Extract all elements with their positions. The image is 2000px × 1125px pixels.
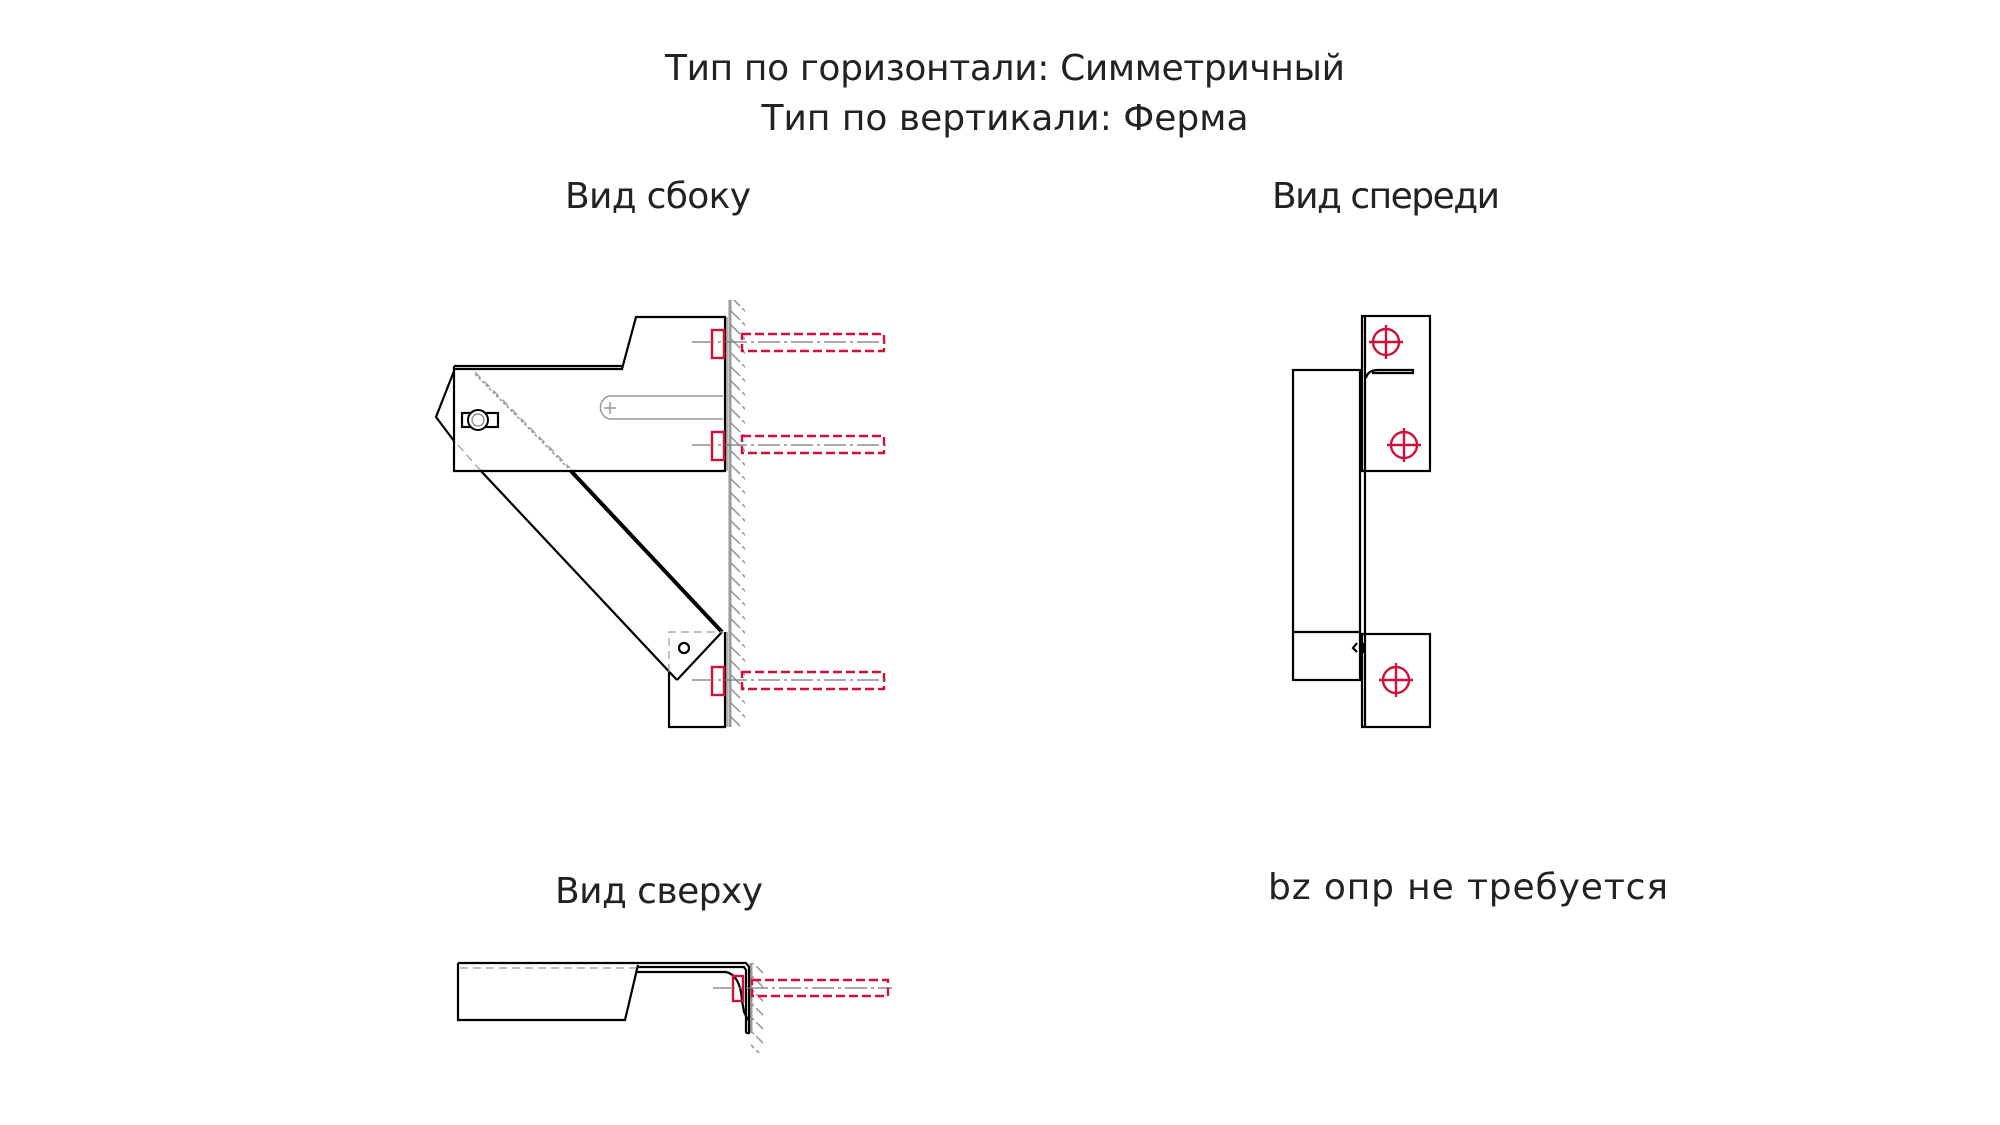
- wall-hatch: [731, 300, 745, 727]
- lower-plate: [1360, 632, 1432, 729]
- front-view-label: Вид спереди: [1272, 176, 1500, 217]
- bracket-body: [452, 315, 727, 473]
- top-view-label: Вид сверху: [555, 871, 763, 912]
- anchor-bolt: [692, 328, 888, 360]
- top-view: [456, 961, 892, 1053]
- note-label: bz опр не требуется: [1268, 867, 1668, 908]
- anchor-hole-icon: [1379, 663, 1413, 697]
- anchor-bolt: [713, 974, 892, 1003]
- strut-lower-edge: [479, 469, 678, 681]
- anchor-hole-icon: [1387, 428, 1421, 462]
- side-view-label: Вид сбоку: [565, 176, 751, 217]
- upper-plate: [1360, 314, 1432, 473]
- front-view: [1291, 314, 1432, 729]
- vertical-type-title: Тип по вертикали: Ферма: [761, 98, 1249, 139]
- top-bracket-body: [456, 963, 640, 1022]
- strut-upper-edge: [569, 469, 724, 634]
- anchor-bolt: [692, 430, 888, 462]
- nut-icon: [460, 409, 500, 431]
- side-view: [434, 300, 888, 729]
- profile-rect: [1291, 368, 1362, 682]
- wall-hatch: [751, 963, 763, 1053]
- anchor-hole-icon: [1369, 325, 1403, 359]
- anchor-bolt: [692, 665, 888, 697]
- horizontal-type-title: Тип по горизонтали: Симметричный: [664, 48, 1345, 89]
